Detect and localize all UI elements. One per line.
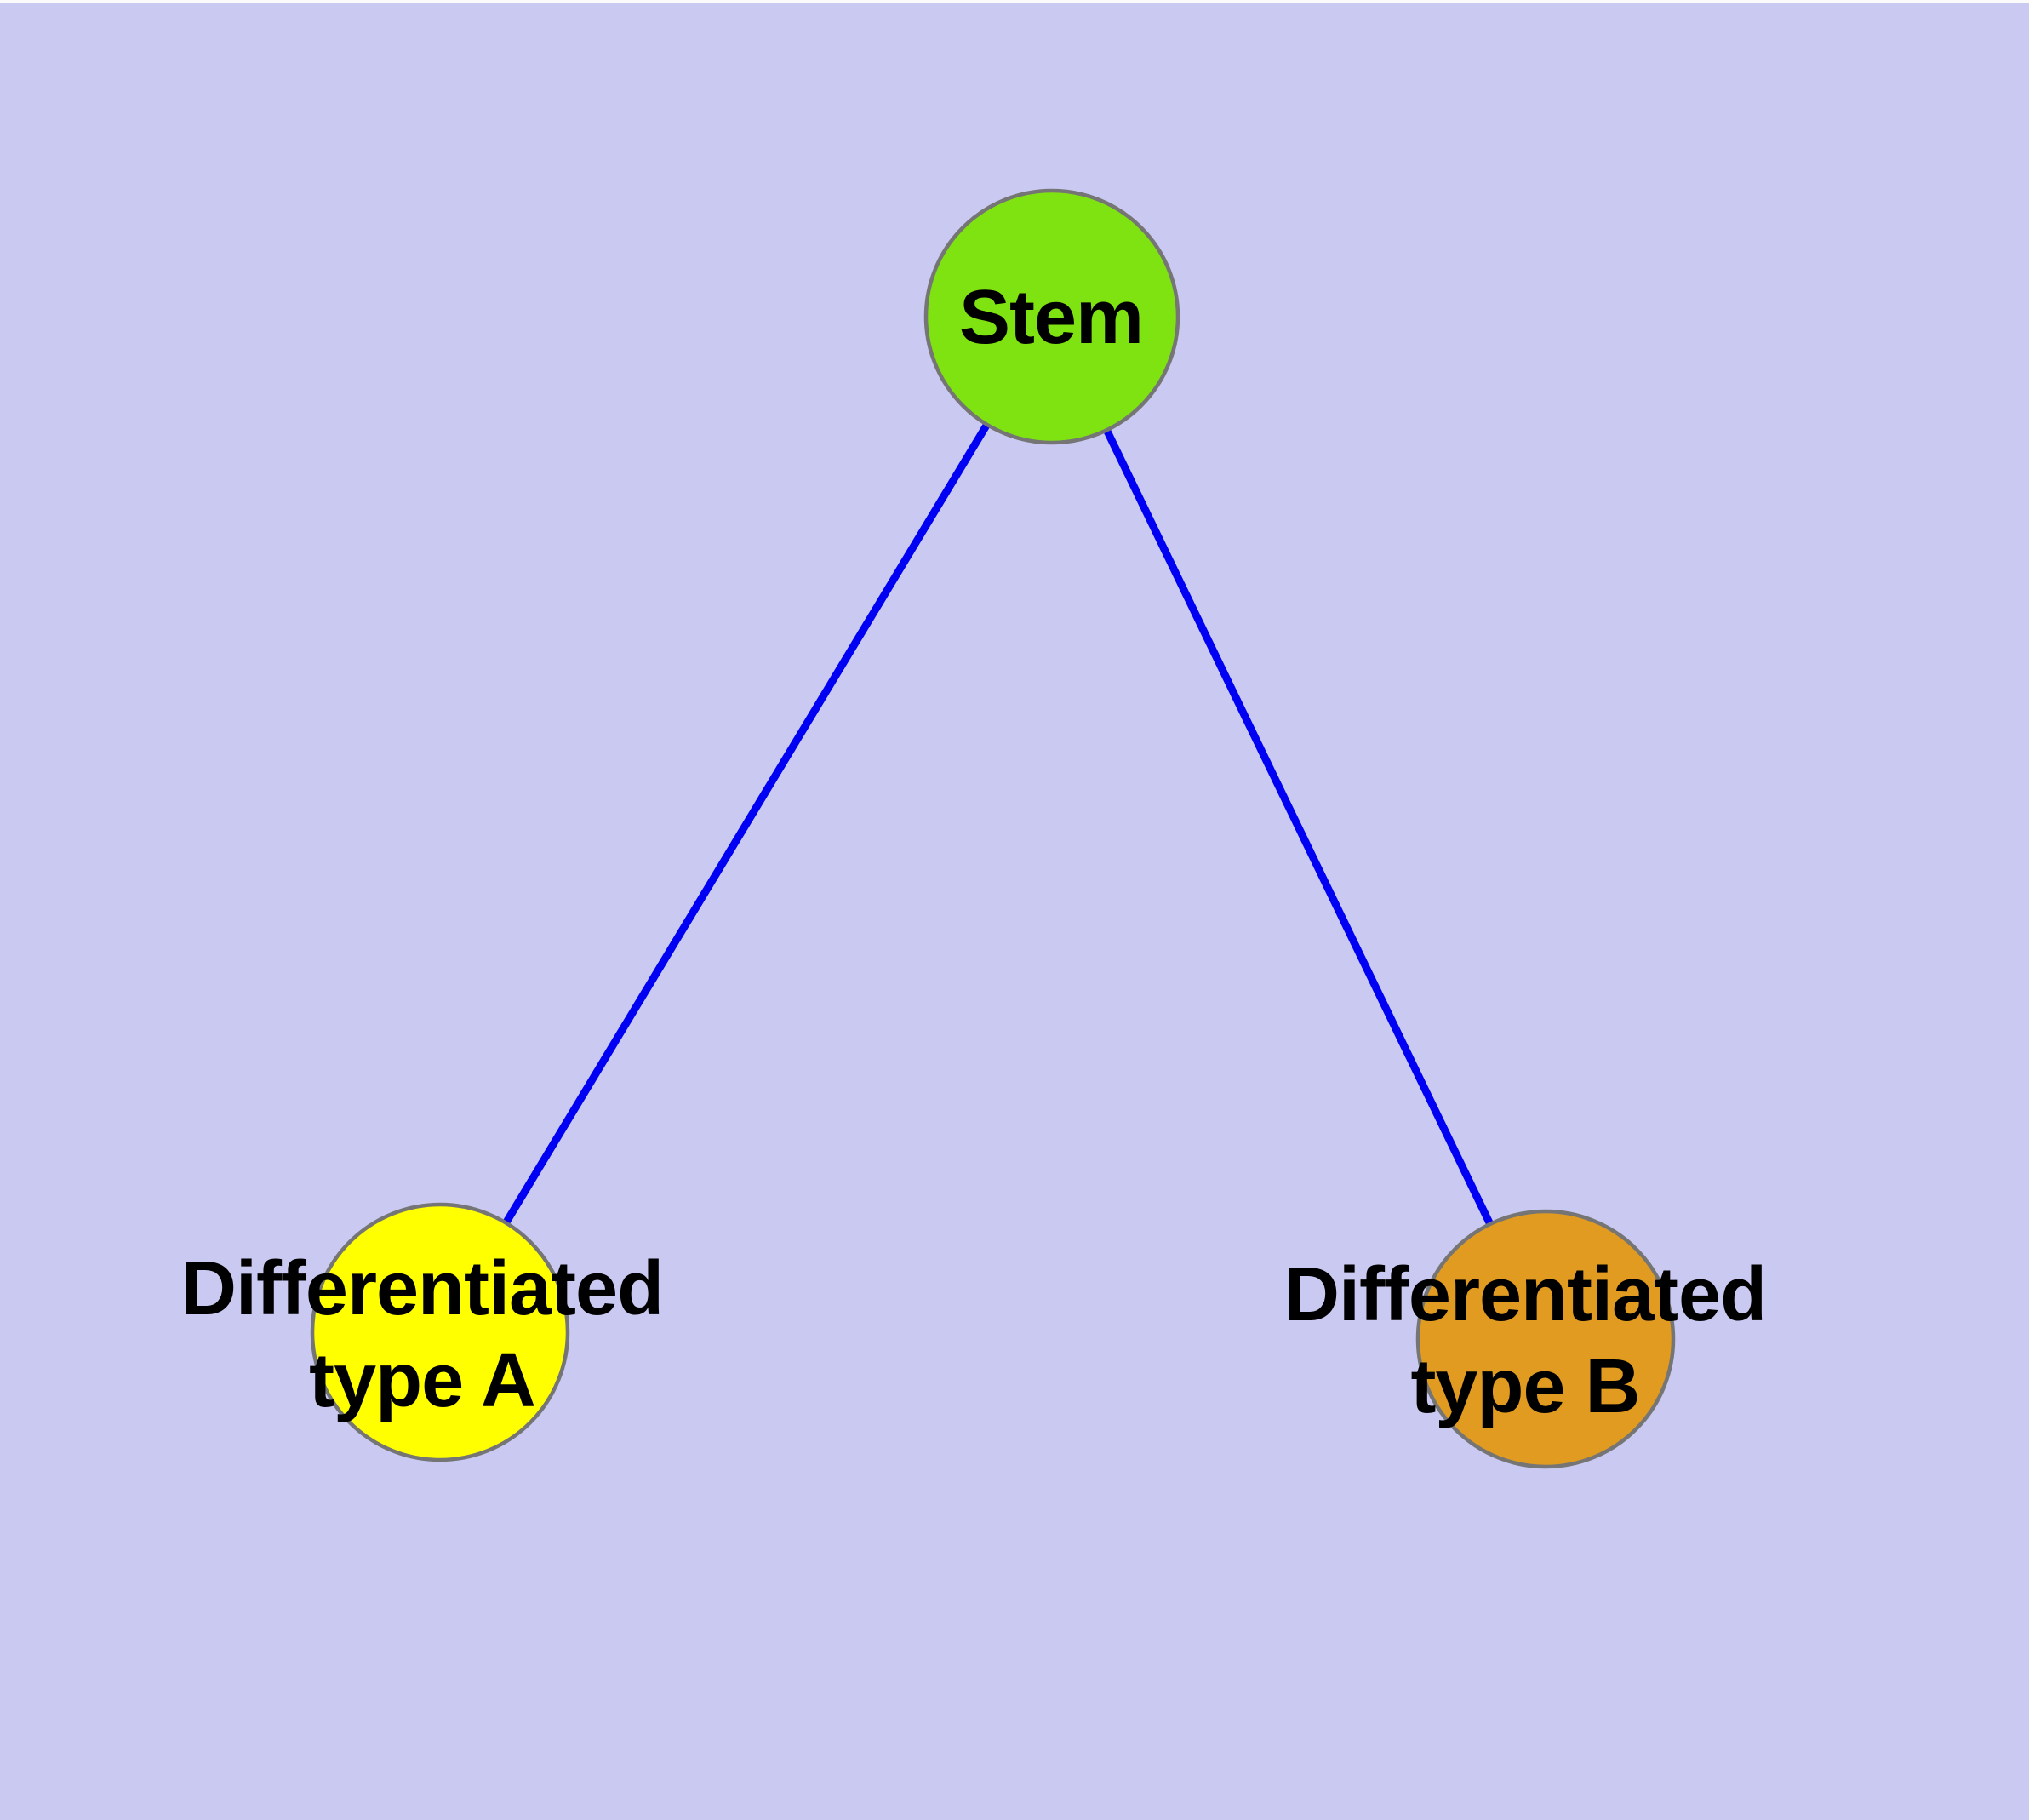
node-stem [923, 188, 1180, 445]
node-differentiated-type-b [1415, 1209, 1676, 1469]
edge-stem-to-differentiated-type-b [1048, 315, 1550, 1341]
node-differentiated-type-a [310, 1202, 570, 1462]
edge-stem-to-differentiated-type-a [437, 314, 1055, 1335]
top-edge-strip [0, 0, 2029, 3]
